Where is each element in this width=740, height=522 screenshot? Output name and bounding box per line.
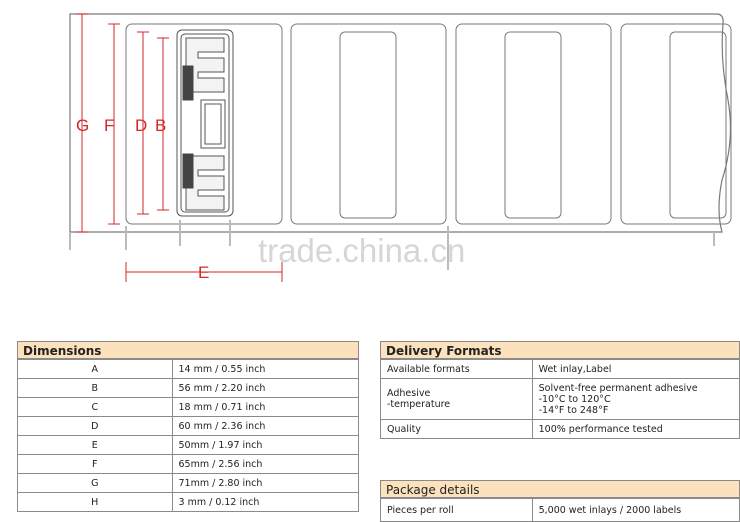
dimension-label: G	[17, 473, 173, 493]
adhesive-value-line: Solvent-free permanent adhesive	[538, 382, 698, 394]
adhesive-label-line: Adhesive	[387, 388, 431, 399]
table-row: Pieces per roll 5,000 wet inlays / 2000 …	[380, 498, 740, 522]
dimensions-header: Dimensions	[17, 341, 359, 359]
dimension-label: E	[17, 435, 173, 455]
quality-label: Quality	[380, 419, 533, 439]
table-row: Available formats Wet inlay,Label	[380, 359, 740, 379]
adhesive-label: Adhesive -temperature	[380, 378, 533, 420]
dimension-letter-d: D	[135, 116, 148, 135]
liner-outline	[69, 13, 731, 233]
rfid-label-diagram	[69, 13, 732, 282]
dimension-value: 18 mm / 0.71 inch	[171, 397, 360, 417]
package-details-table: Pieces per roll 5,000 wet inlays / 2000 …	[380, 498, 740, 522]
dimension-value: 71mm / 2.80 inch	[171, 473, 360, 493]
adhesive-value-line: -14°F to 248°F	[538, 404, 609, 416]
dimension-value: 56 mm / 2.20 inch	[171, 378, 360, 398]
label-outline	[125, 23, 283, 225]
adhesive-value-line: -10°C to 120°C	[538, 393, 611, 405]
dimension-label: B	[17, 378, 173, 398]
inlay-outline	[339, 31, 397, 219]
dimension-letter-e: E	[198, 263, 210, 282]
label-outline	[620, 23, 732, 225]
delivery-formats-table: Available formats Wet inlay,Label Adhesi…	[380, 359, 740, 439]
available-formats-label: Available formats	[380, 359, 533, 379]
table-row: Quality 100% performance tested	[380, 419, 740, 439]
available-formats-value: Wet inlay,Label	[531, 359, 740, 379]
adhesive-value: Solvent-free permanent adhesive -10°C to…	[531, 378, 740, 420]
table-row: Adhesive -temperature Solvent-free perma…	[380, 378, 740, 420]
label-outline	[455, 23, 612, 225]
dimension-letter-f: F	[104, 116, 115, 135]
adhesive-label-line: -temperature	[387, 399, 451, 410]
dimension-value: 50mm / 1.97 inch	[171, 435, 360, 455]
pieces-per-roll-label: Pieces per roll	[380, 498, 533, 522]
dimension-label: D	[17, 416, 173, 436]
package-details-header: Package details	[380, 480, 740, 498]
dimension-label: H	[17, 492, 173, 512]
dimension-label: F	[17, 454, 173, 474]
label-outline	[290, 23, 447, 225]
inlay-outline	[669, 31, 727, 219]
dimension-letter-b: B	[155, 116, 167, 135]
dimension-letter-g: G	[76, 116, 90, 135]
dimension-label: A	[17, 359, 173, 379]
dimension-value: 3 mm / 0.12 inch	[171, 492, 360, 512]
dimension-value: 65mm / 2.56 inch	[171, 454, 360, 474]
dimension-value: 60 mm / 2.36 inch	[171, 416, 360, 436]
watermark: trade.china.cn	[258, 232, 466, 269]
quality-value: 100% performance tested	[531, 419, 740, 439]
dimension-value: 14 mm / 0.55 inch	[171, 359, 360, 379]
rfid-antenna	[176, 29, 234, 217]
pieces-per-roll-value: 5,000 wet inlays / 2000 labels	[531, 498, 740, 522]
dimension-lines	[76, 13, 283, 282]
delivery-formats-header: Delivery Formats	[380, 341, 740, 359]
dimension-label: C	[17, 397, 173, 417]
inlay-outline	[504, 31, 562, 219]
